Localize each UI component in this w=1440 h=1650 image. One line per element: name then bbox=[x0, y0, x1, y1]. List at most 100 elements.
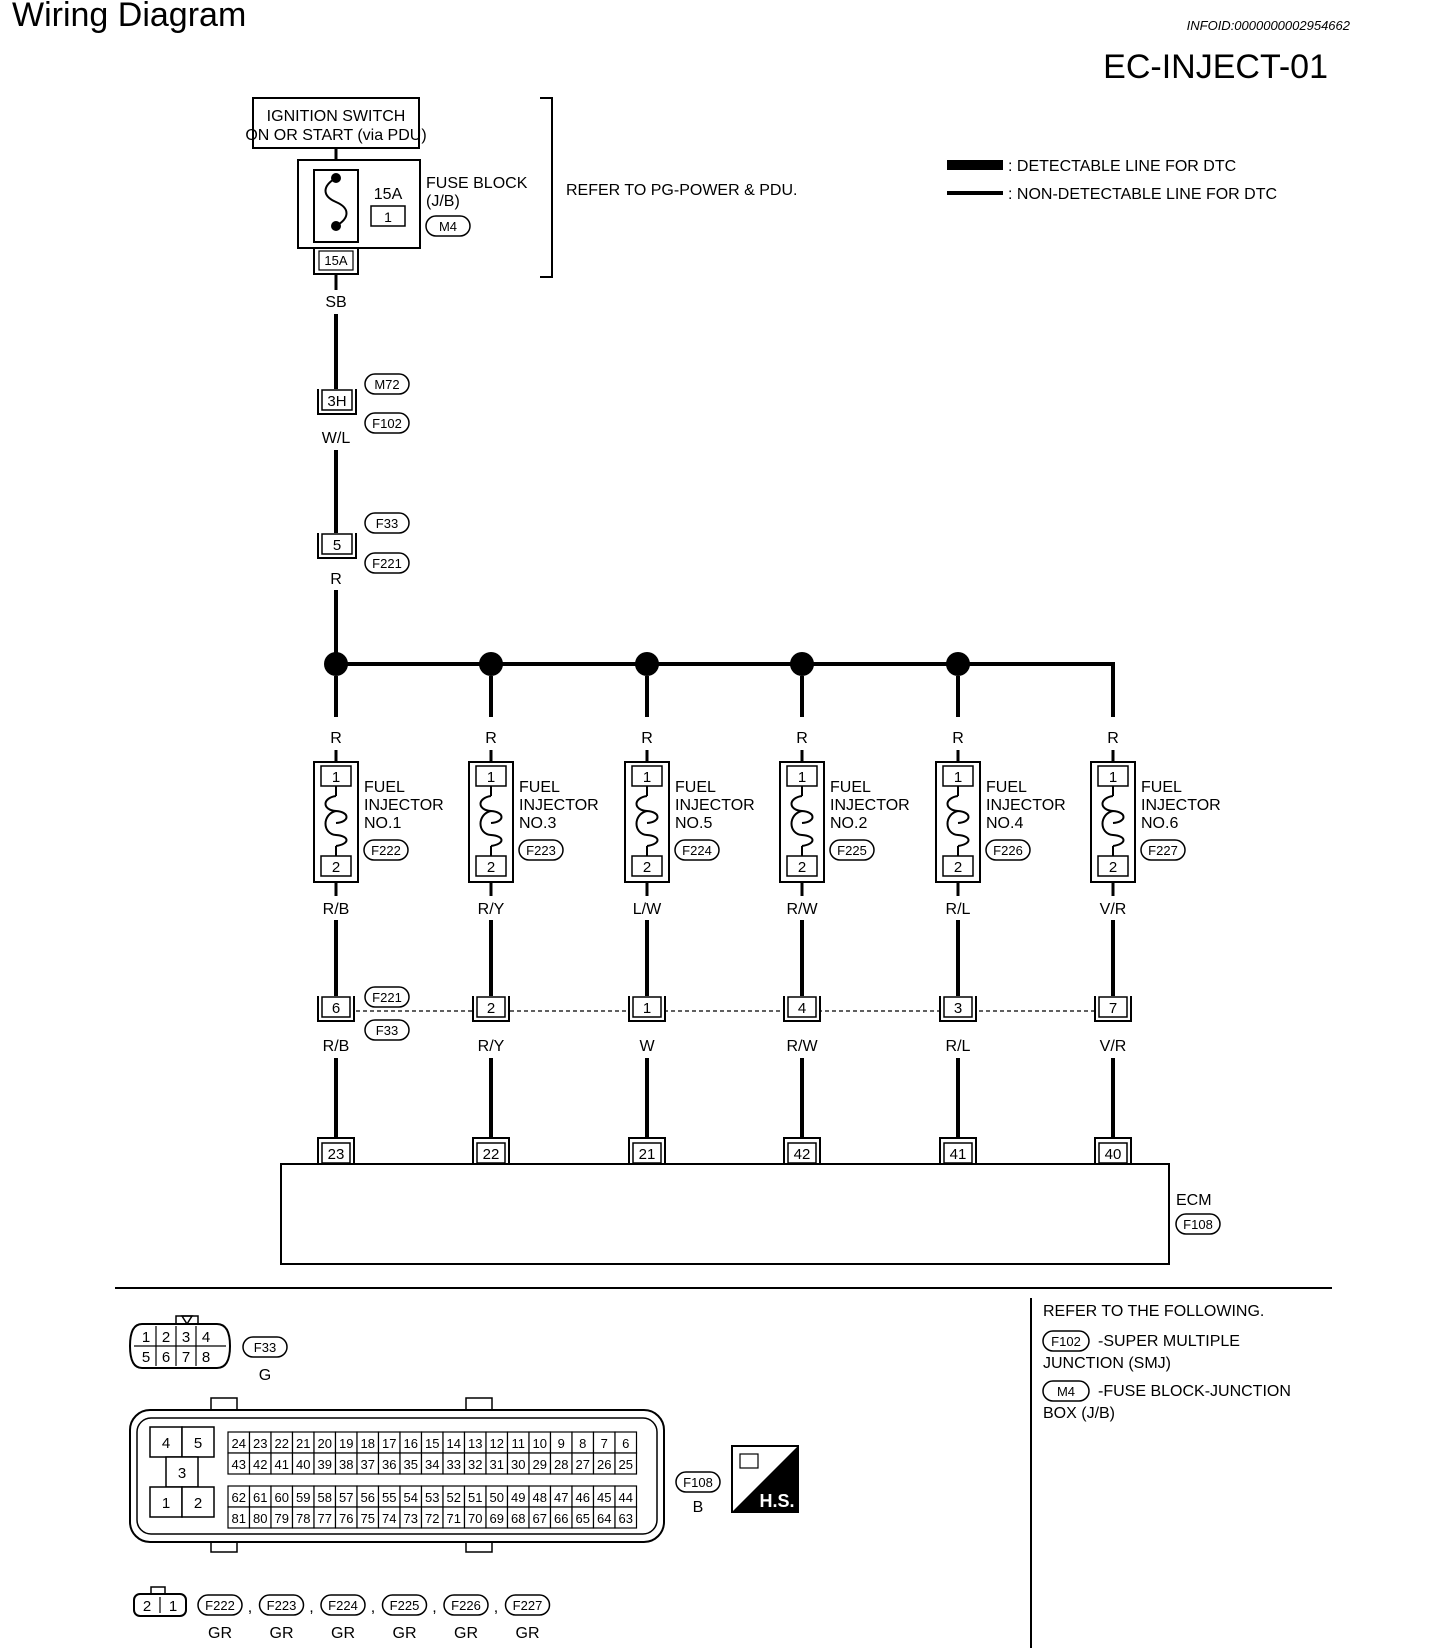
f108-pin: 68 bbox=[511, 1511, 525, 1526]
f108-pin: 21 bbox=[296, 1436, 310, 1451]
f108-pin: 26 bbox=[597, 1457, 611, 1472]
wire-mid-label: R/L bbox=[946, 901, 971, 918]
f108-pin: 51 bbox=[468, 1490, 482, 1505]
f108-pin: 8 bbox=[579, 1436, 586, 1451]
injector-face-color: GR bbox=[393, 1625, 417, 1642]
ignition-switch-line1: IGNITION SWITCH bbox=[267, 108, 406, 125]
f108-pin: 42 bbox=[253, 1457, 267, 1472]
injector-face-pin-a: 2 bbox=[143, 1598, 151, 1615]
injector-face-separator: , bbox=[248, 1599, 252, 1616]
f108-pin: 45 bbox=[597, 1490, 611, 1505]
f108-pin-b: 5 bbox=[194, 1435, 202, 1452]
injector-label-line2: INJECTOR bbox=[364, 797, 444, 814]
ignition-switch: IGNITION SWITCH ON OR START (via PDU) bbox=[245, 97, 427, 149]
injector-coil-icon bbox=[946, 795, 970, 847]
f108-pin: 74 bbox=[382, 1511, 396, 1526]
f108-pin: 55 bbox=[382, 1490, 396, 1505]
injector-conn-label: F227 bbox=[1148, 843, 1178, 858]
injector-face-separator: , bbox=[371, 1599, 375, 1616]
f108-pin: 12 bbox=[490, 1436, 504, 1451]
junction-3h: 3H M72 F102 W/L bbox=[317, 373, 410, 447]
injector-label-line1: FUEL bbox=[675, 779, 716, 796]
f108-pin-c: 3 bbox=[178, 1465, 186, 1482]
joint-conn-bottom: F33 bbox=[376, 1023, 398, 1038]
injector-label-line2: INJECTOR bbox=[519, 797, 599, 814]
f33-conn: F33 bbox=[254, 1340, 276, 1355]
f108-conn: F108 bbox=[683, 1475, 713, 1490]
f108-pin: 69 bbox=[490, 1511, 504, 1526]
f108-pin: 35 bbox=[404, 1457, 418, 1472]
ecm: ECM F108 bbox=[280, 1163, 1221, 1265]
f108-large-pins: 4 5 3 1 2 bbox=[149, 1426, 215, 1518]
legend-non-detectable: : NON-DETECTABLE LINE FOR DTC bbox=[1008, 186, 1277, 203]
f108-pin: 19 bbox=[339, 1436, 353, 1451]
fuse-block-conn: M4 bbox=[439, 219, 457, 234]
injector-pin-top: 1 bbox=[954, 769, 962, 786]
injector-pin-top: 1 bbox=[1109, 769, 1117, 786]
f108-pin: 59 bbox=[296, 1490, 310, 1505]
injector-conn-label: F226 bbox=[993, 843, 1023, 858]
f108-pin: 34 bbox=[425, 1457, 439, 1472]
injector-connector-list: F222GR,F223GR,F224GR,F225GR,F226GR,F227G… bbox=[197, 1594, 551, 1642]
injector-label-line1: FUEL bbox=[830, 779, 871, 796]
injector-conn-label: F222 bbox=[371, 843, 401, 858]
injector-face-conn: F222 bbox=[205, 1598, 235, 1613]
joint-conn-top: F221 bbox=[372, 990, 402, 1005]
f108-pin: 14 bbox=[447, 1436, 461, 1451]
injector-face-color: GR bbox=[331, 1625, 355, 1642]
ecm-pin: 42 bbox=[794, 1146, 811, 1163]
f108-pin: 48 bbox=[533, 1490, 547, 1505]
refer-item1-line2: JUNCTION (SMJ) bbox=[1043, 1355, 1171, 1372]
joint-pin: 6 bbox=[332, 1000, 340, 1017]
splice-dot bbox=[479, 652, 503, 676]
injector-conn-label: F224 bbox=[682, 843, 712, 858]
f108-pin: 67 bbox=[533, 1511, 547, 1526]
injector-coil-icon bbox=[635, 795, 659, 847]
f108-pin: 38 bbox=[339, 1457, 353, 1472]
f108-pin: 36 bbox=[382, 1457, 396, 1472]
injector-face-color: GR bbox=[208, 1625, 232, 1642]
ecm-pin: 23 bbox=[328, 1146, 345, 1163]
f108-pin: 31 bbox=[490, 1457, 504, 1472]
f108-pin: 72 bbox=[425, 1511, 439, 1526]
f108-pin: 30 bbox=[511, 1457, 525, 1472]
connector-view-injector: 2 1 F222GR,F223GR,F224GR,F225GR,F226GR,F… bbox=[133, 1586, 551, 1642]
wire-low-label: R/Y bbox=[478, 1038, 505, 1055]
f108-pin: 18 bbox=[361, 1436, 375, 1451]
injector-label-line2: INJECTOR bbox=[675, 797, 755, 814]
f108-pin: 57 bbox=[339, 1490, 353, 1505]
f33-pin: 2 bbox=[162, 1329, 170, 1346]
legend: : DETECTABLE LINE FOR DTC : NON-DETECTAB… bbox=[947, 158, 1277, 203]
f108-pin: 73 bbox=[404, 1511, 418, 1526]
hs-label: H.S. bbox=[759, 1491, 794, 1511]
wire-mid-label: L/W bbox=[633, 901, 662, 918]
ecm-pin: 41 bbox=[950, 1146, 967, 1163]
injector-label-line3: NO.2 bbox=[830, 815, 867, 832]
refer-panel: REFER TO THE FOLLOWING. F102 -SUPER MULT… bbox=[1042, 1303, 1291, 1422]
injector-conn-label: F223 bbox=[526, 843, 556, 858]
injector-pin-bottom: 2 bbox=[954, 859, 962, 876]
injector-face-color: GR bbox=[454, 1625, 478, 1642]
f108-pin: 20 bbox=[318, 1436, 332, 1451]
wire-r-feed: R bbox=[330, 571, 342, 588]
f108-pin: 60 bbox=[275, 1490, 289, 1505]
injector-label-line2: INJECTOR bbox=[830, 797, 910, 814]
joint-pin: 1 bbox=[643, 1000, 651, 1017]
f108-pin: 58 bbox=[318, 1490, 332, 1505]
f108-pin: 41 bbox=[275, 1457, 289, 1472]
refer-heading: REFER TO THE FOLLOWING. bbox=[1043, 1303, 1264, 1320]
injector-label-line1: FUEL bbox=[364, 779, 405, 796]
refer-item1-conn: F102 bbox=[1051, 1334, 1081, 1349]
ignition-switch-line2: ON OR START (via PDU) bbox=[245, 127, 426, 144]
injector-pin-bottom: 2 bbox=[332, 859, 340, 876]
splice-dot bbox=[946, 652, 970, 676]
refer-item1-line1: -SUPER MULTIPLE bbox=[1098, 1333, 1240, 1350]
injector-face-conn: F225 bbox=[390, 1598, 420, 1613]
wire-low-label: R/L bbox=[946, 1038, 971, 1055]
injector-label-line2: INJECTOR bbox=[1141, 797, 1221, 814]
f108-pin: 78 bbox=[296, 1511, 310, 1526]
injector-coil-icon bbox=[1101, 795, 1125, 847]
f108-pin: 23 bbox=[253, 1436, 267, 1451]
